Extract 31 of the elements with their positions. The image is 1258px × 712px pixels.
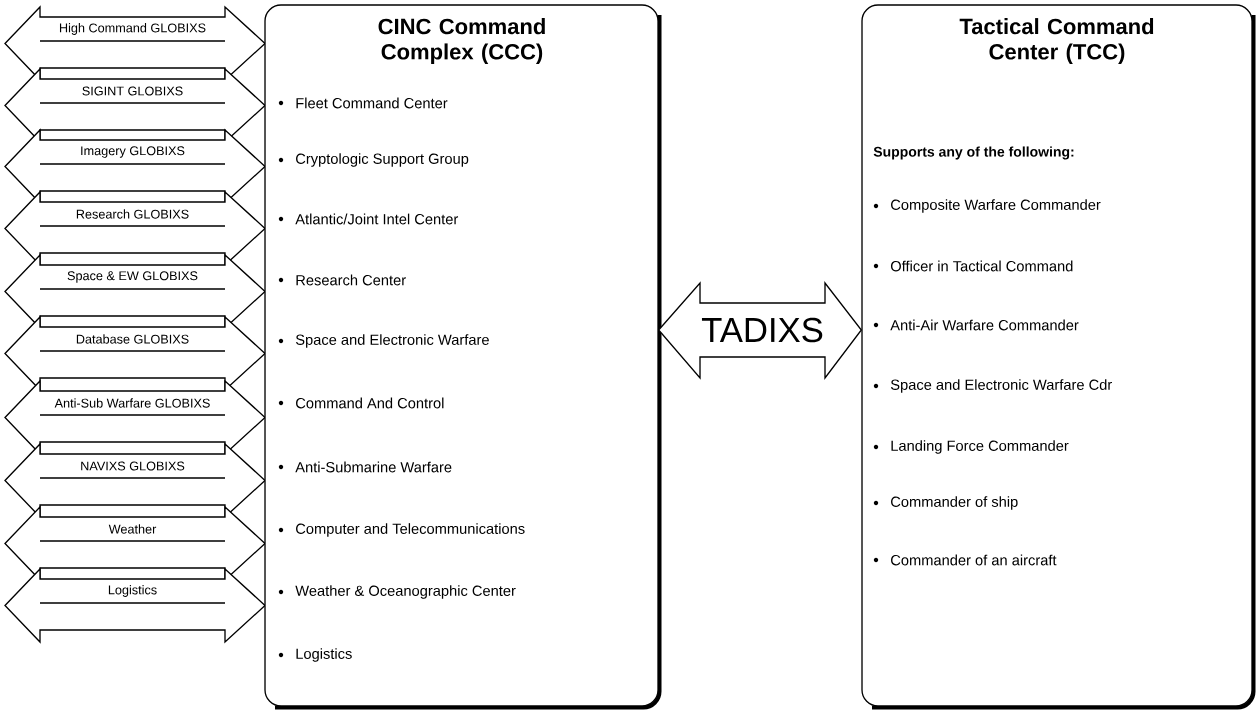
list-item: Commander of ship xyxy=(891,496,1018,510)
pointed-banner: Space & EW GLOBIXS xyxy=(4,253,266,330)
list-item: Research Center xyxy=(296,274,406,286)
list-item: Weather & Oceanographic Center xyxy=(295,585,516,599)
list-item: Anti-Submarine Warfare xyxy=(295,461,452,473)
list-item: Landing Force Commander xyxy=(891,440,1069,454)
box-title: CINC Command Complex (CCC) xyxy=(378,18,545,64)
list-item: Officer in Tactical Command xyxy=(890,260,1073,272)
list-item: Logistics xyxy=(296,648,352,662)
list-item: Command And Control xyxy=(296,397,444,409)
box-title: Tactical Command Center (TCC) xyxy=(959,18,1154,64)
pointed-banner: Anti-Sub Warfare GLOBIXS xyxy=(4,379,266,456)
list-item: Space and Electronic Warfare xyxy=(295,334,489,348)
list-item: Space and Electronic Warfare Cdr xyxy=(890,379,1112,393)
pointed-banner: Imagery GLOBIXS xyxy=(4,128,266,205)
pointed-banner: Database GLOBIXS xyxy=(4,315,266,392)
list-item: Atlantic/Joint Intel Center xyxy=(295,213,459,225)
pointed-banner: Research GLOBIXS xyxy=(4,190,266,267)
pointed-banner: High Command GLOBIXS xyxy=(4,5,266,82)
list-item: Fleet Command Center xyxy=(296,97,448,109)
pointed-banner: SIGINT GLOBIXS xyxy=(4,67,266,144)
list-item: Computer and Telecommunications xyxy=(296,523,525,537)
list-item: Commander of an aircraft xyxy=(891,554,1057,566)
pointed-banner: Weather xyxy=(4,505,266,582)
arrow-label: TADIXS xyxy=(699,316,826,344)
list-item: Composite Warfare Commander xyxy=(891,199,1101,213)
list-item: Cryptologic Support Group xyxy=(296,153,469,167)
pointed-banner: NAVIXS GLOBIXS xyxy=(4,442,266,519)
pointed-banner: Logistics xyxy=(4,567,266,644)
list-item: Anti-Air Warfare Commander xyxy=(890,319,1079,331)
subheading: Supports any of the following: xyxy=(873,146,1074,160)
